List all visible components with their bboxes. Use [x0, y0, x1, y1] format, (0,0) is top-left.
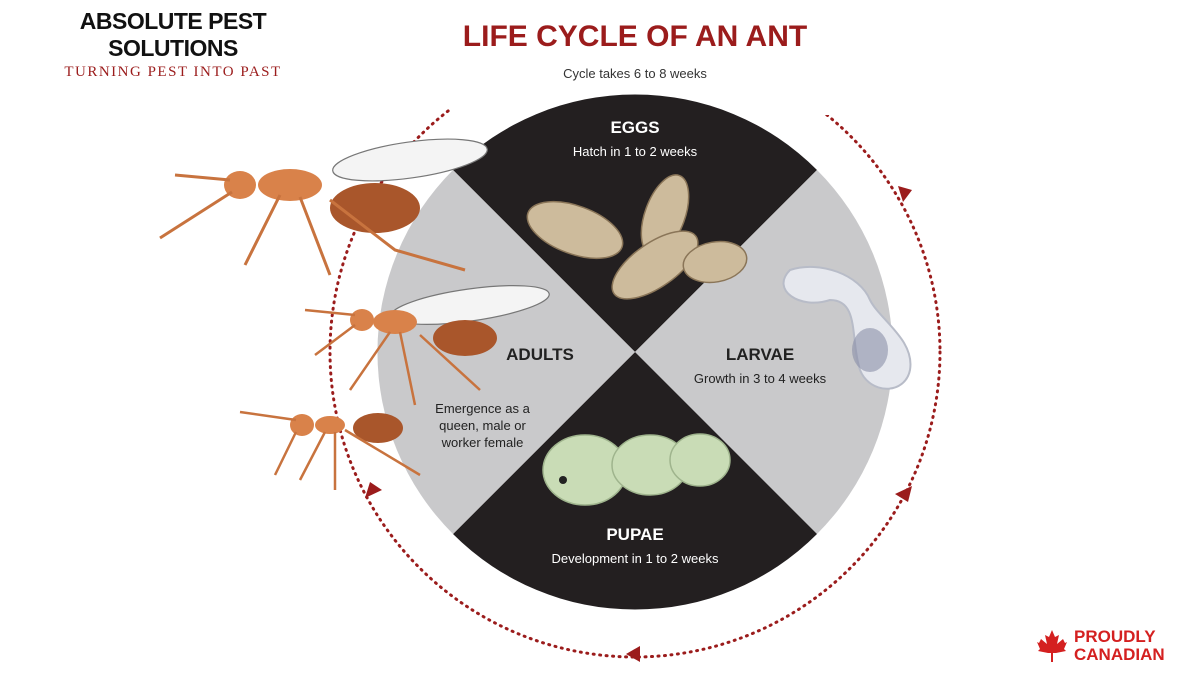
arrow-icon	[626, 646, 640, 662]
arrow-icon	[898, 186, 912, 202]
stage-larvae: LARVAE Growth in 3 to 4 weeks	[670, 345, 850, 386]
larva-image	[782, 265, 912, 390]
brand-name: ABSOLUTE PEST SOLUTIONS	[79, 8, 267, 61]
diagram-title: LIFE CYCLE OF AN ANT	[462, 20, 808, 53]
worker-ant-image	[239, 410, 421, 490]
stage-pupae: PUPAE Development in 1 to 2 weeks	[535, 525, 735, 566]
cycle-duration: Cycle takes 6 to 8 weeks	[563, 66, 707, 81]
badge-line-1: PROUDLY	[1074, 627, 1156, 646]
stage-description: Emergence as a queen, male or worker fem…	[435, 401, 530, 450]
winged-queen-ant-image	[159, 138, 488, 276]
quadrant-eggs	[453, 94, 817, 352]
maple-leaf-icon	[1037, 630, 1067, 662]
stage-description: Hatch in 1 to 2 weeks	[572, 144, 698, 159]
brand-tagline: TURNING PEST INTO PAST	[64, 64, 282, 80]
winged-male-ant-image	[304, 285, 550, 406]
arrow-icon	[365, 482, 382, 498]
arrow-icon	[895, 486, 912, 502]
stage-description: Development in 1 to 2 weeks	[551, 551, 719, 566]
quadrant-larvae	[635, 170, 893, 534]
stage-description: Growth in 3 to 4 weeks	[693, 371, 827, 386]
stage-adults-description: Emergence as a queen, male or worker fem…	[430, 400, 535, 451]
stage-eggs: EGGS Hatch in 1 to 2 weeks	[535, 118, 735, 159]
stage-title: PUPAE	[606, 525, 664, 544]
stage-title: LARVAE	[725, 345, 795, 364]
stage-title: ADULTS	[506, 345, 574, 364]
brand-logo: ABSOLUTE PEST SOLUTIONS TURNING PEST INT…	[18, 8, 328, 81]
badge-line-2: CANADIAN	[1074, 645, 1165, 664]
quadrant-adults	[377, 170, 635, 534]
stage-adults-title: ADULTS	[500, 345, 580, 365]
proudly-canadian-badge: PROUDLY CANADIAN	[1036, 628, 1165, 664]
pupa-image	[542, 433, 731, 506]
eggs-image	[526, 174, 748, 300]
stage-title: EGGS	[610, 118, 660, 137]
